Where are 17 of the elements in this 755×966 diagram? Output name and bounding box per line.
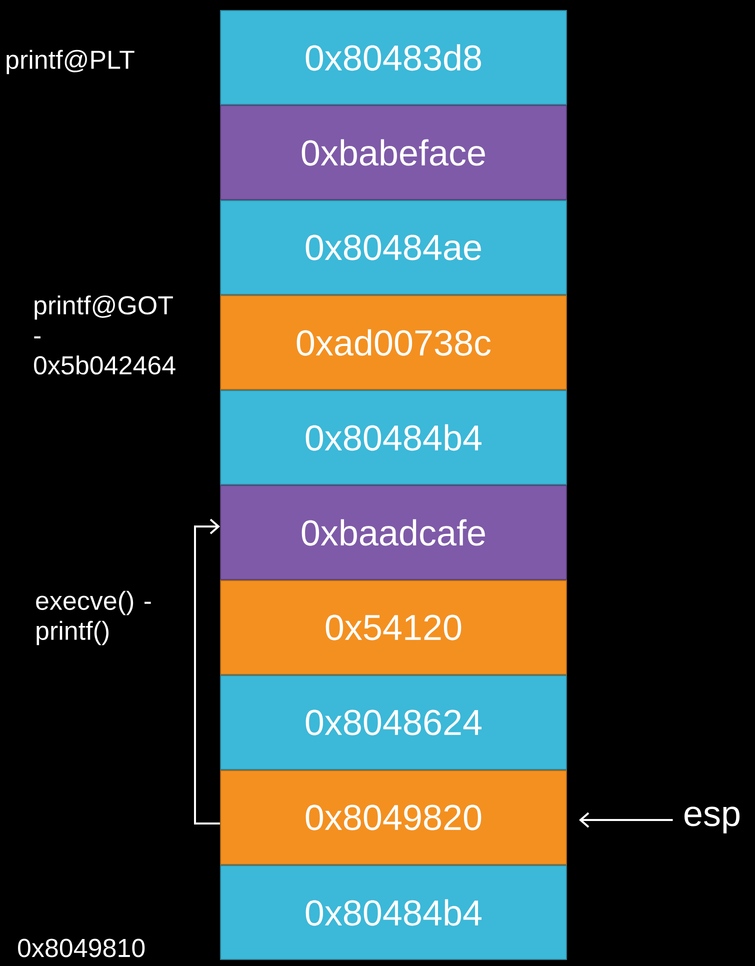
memory-cell: 0x80484ae [220, 200, 567, 295]
memory-cell: 0xbabeface [220, 105, 567, 200]
memory-cell: 0x80483d8 [220, 10, 567, 105]
memory-cell: 0xbaadcafe [220, 485, 567, 580]
arrow [579, 812, 673, 828]
bracket-arrow [194, 518, 220, 824]
memory-cell: 0xad00738c [220, 295, 567, 390]
memory-cell: 0x8049820 [220, 770, 567, 865]
register-label: esp [684, 806, 740, 834]
memory-cell: 0x80484b4 [220, 390, 567, 485]
address-label: 0x8049810 [18, 938, 145, 958]
address-label: printf@PLT [6, 50, 134, 74]
memory-cell: 0x8048624 [220, 675, 567, 770]
memory-cell: 0x54120 [220, 580, 567, 675]
memory-cell: 0x80484b4 [220, 865, 567, 960]
address-label: printf@GOT -0x5b042464 [34, 295, 176, 375]
edge-label: execve() - printf() [36, 590, 151, 646]
